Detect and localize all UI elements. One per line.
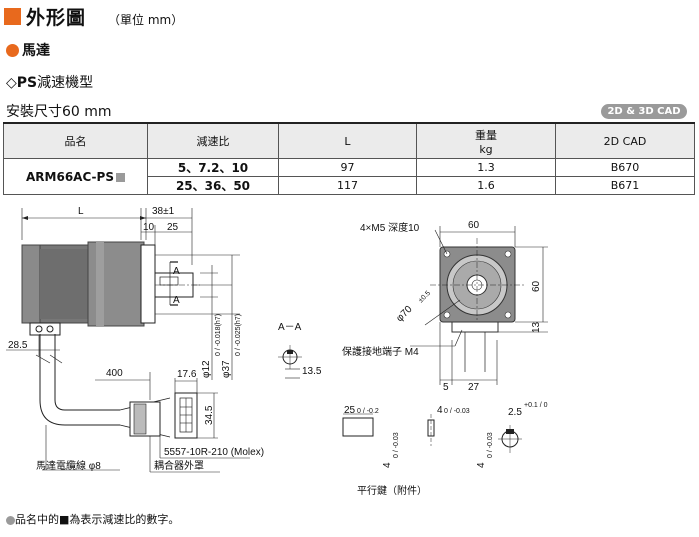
dim-13: 13 xyxy=(531,321,542,333)
key-dim-4b-tol: 0 / -0.03 xyxy=(393,432,400,458)
key-dim-4c: 4 xyxy=(476,462,487,468)
key-dim-2-5: 2.5 xyxy=(508,407,522,418)
key-dim-25-tol: 0 / -0.2 xyxy=(357,408,379,415)
motor-cable-label: 馬達電纜線 φ8 xyxy=(36,459,101,472)
cad-badge[interactable]: 2D & 3D CAD xyxy=(601,104,687,119)
col-header-name: 品名 xyxy=(3,122,148,159)
dim-28-5: 28.5 xyxy=(8,340,28,351)
dim-10: 10 xyxy=(143,222,155,233)
gearhead-heading: ◇PS減速機型 xyxy=(6,72,93,92)
bullet-icon xyxy=(6,515,15,525)
dim-34-5: 34.5 xyxy=(204,405,215,425)
unit-label: （單位 mm） xyxy=(108,13,184,27)
dim-dia-12-tol: 0 / -0.018(h7) xyxy=(215,314,222,356)
key-dim-4b: 4 xyxy=(382,462,393,468)
dim-dia-37: φ37 xyxy=(221,360,232,378)
motor-front-view xyxy=(410,226,548,385)
dim-400: 400 xyxy=(106,368,123,379)
tapped-hole-label: 4×M5 深度10 xyxy=(360,221,420,234)
coupler-cover-label: 耦合器外罩 xyxy=(154,459,204,472)
dim-L: L xyxy=(78,206,84,217)
dim-17-6: 17.6 xyxy=(177,369,197,380)
page-title: 外形圖 xyxy=(26,7,87,29)
dim-38: 38±1 xyxy=(152,206,175,217)
l-cell: 117 xyxy=(278,176,417,195)
model-name: ARM66AC-PS xyxy=(26,169,114,184)
dim-dia-12: φ12 xyxy=(201,360,212,378)
dim-dia-70-tol: ±0.5 xyxy=(417,290,432,305)
motor-heading: 馬達 xyxy=(22,43,50,59)
table-row: ARM66AC-PS 5、7.2、10 97 1.3 B670 xyxy=(3,158,695,195)
section-a-a: A－A 13.5 xyxy=(278,322,322,379)
parallel-key-drawing xyxy=(342,413,522,453)
weight-unit: kg xyxy=(479,142,493,156)
ground-terminal-label: 保護接地端子 M4 xyxy=(342,345,419,358)
section-mark-bottom: A xyxy=(173,295,180,306)
dim-25: 25 xyxy=(167,222,179,233)
ratio-cell: 25、36、50 xyxy=(147,176,279,195)
col-header-ratio: 減速比 xyxy=(147,122,279,159)
ratio-placeholder-icon xyxy=(115,172,125,182)
table-row: 25、36、50 117 1.6 B671 xyxy=(4,176,695,195)
model-cell: ARM66AC-PS xyxy=(3,158,148,195)
section-aa-label: A－A xyxy=(278,322,302,333)
diamond-icon: ◇ xyxy=(6,75,17,91)
title-marker xyxy=(4,8,21,25)
col-header-l: L xyxy=(278,122,417,159)
section-mark-top: A xyxy=(173,266,180,277)
cad-cell[interactable]: B671 xyxy=(555,176,695,195)
motor-side-view xyxy=(6,208,250,473)
footnote-text: 品名中的■為表示減速比的數字。 xyxy=(15,513,180,526)
dim-13-5: 13.5 xyxy=(302,366,322,377)
dim-dia-70: φ70 xyxy=(394,304,415,325)
col-header-cad: 2D CAD xyxy=(555,122,695,159)
dim-60-height: 60 xyxy=(531,280,542,292)
key-dim-4a-tol: 0 / -0.03 xyxy=(444,408,470,415)
mounting-size-label: 安裝尺寸60 mm xyxy=(6,104,112,120)
gearhead-type-suffix: 減速機型 xyxy=(37,75,94,91)
connector-label: 5557-10R-210 (Molex) xyxy=(164,447,264,458)
dim-dia-37-tol: 0 / -0.025(h7) xyxy=(235,314,242,356)
weight-label: 重量 xyxy=(475,128,497,142)
footnote: 品名中的■為表示減速比的數字。 xyxy=(6,511,179,527)
key-dim-4a: 4 xyxy=(437,405,443,416)
bullet-icon xyxy=(6,44,19,57)
gearhead-type: PS xyxy=(16,75,38,91)
key-dim-25: 25 xyxy=(344,405,356,416)
weight-cell: 1.6 xyxy=(416,176,556,195)
key-dim-4c-tol: 0 / -0.03 xyxy=(487,432,494,458)
dim-5: 5 xyxy=(443,382,449,393)
key-caption: 平行鍵（附件） xyxy=(357,484,427,497)
dim-27: 27 xyxy=(468,382,480,393)
dim-60-width: 60 xyxy=(468,220,480,231)
key-dim-2-5-tol: +0.1 / 0 xyxy=(524,402,548,409)
